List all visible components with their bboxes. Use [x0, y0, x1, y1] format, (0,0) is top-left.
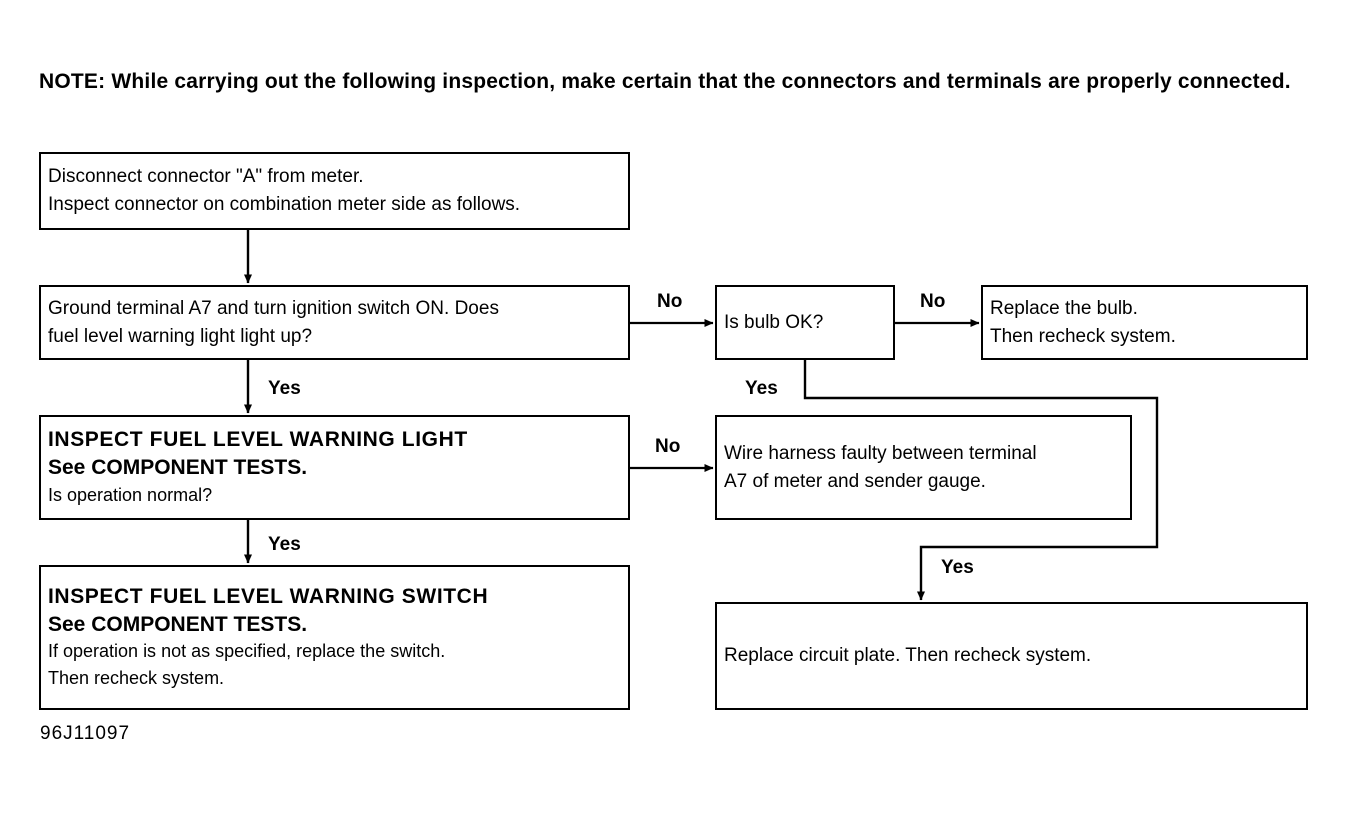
box-harness-line-1: Wire harness faulty between terminal	[724, 442, 1037, 464]
box-circuit-text: Replace circuit plate. Then recheck syst…	[724, 645, 1092, 667]
box-inspect-light-heading: INSPECT FUEL LEVEL WARNING LIGHT	[48, 428, 468, 452]
figure-reference-code: 96J11097	[40, 723, 131, 744]
box-inspect-switch-heading: INSPECT FUEL LEVEL WARNING SWITCH	[48, 584, 489, 608]
box-ground-line-1: Ground terminal A7 and turn ignition swi…	[48, 297, 499, 319]
box-replace-bulb-line-1: Replace the bulb.	[990, 297, 1138, 319]
box-inspect-switch-line-1: If operation is not as specified, replac…	[48, 641, 446, 662]
box-replace-circuit-plate: Replace circuit plate. Then recheck syst…	[715, 602, 1308, 710]
box-ground-line-2: fuel level warning light light up?	[48, 325, 313, 347]
box-replace-bulb-line-2: Then recheck system.	[990, 325, 1176, 347]
box-bulb-text: Is bulb OK?	[724, 311, 824, 333]
edge-label-yes-bulb-down: Yes	[745, 378, 778, 399]
box-inspect-switch-subheading: See COMPONENT TESTS.	[48, 612, 308, 636]
box-inspect-switch-line-2: Then recheck system.	[48, 668, 225, 689]
box-is-bulb-ok: Is bulb OK?	[715, 285, 895, 360]
box-disconnect-connector: Disconnect connector "A" from meter. Ins…	[39, 152, 630, 230]
edge-label-no-bulb-to-replace-bulb: No	[920, 291, 946, 312]
box-replace-the-bulb: Replace the bulb. Then recheck system.	[981, 285, 1308, 360]
edge-label-yes-inspect-light-to-switch: Yes	[268, 534, 301, 555]
box-inspect-light-subheading: See COMPONENT TESTS.	[48, 456, 308, 479]
edge-label-yes-ground-to-inspect-light: Yes	[268, 378, 301, 399]
box-inspect-fuel-level-warning-switch: INSPECT FUEL LEVEL WARNING SWITCH See CO…	[39, 565, 630, 710]
box-wire-harness-faulty: Wire harness faulty between terminal A7 …	[715, 415, 1132, 520]
note-text: NOTE: While carrying out the following i…	[39, 70, 1291, 93]
edge-label-no-ground-to-bulb: No	[657, 291, 683, 312]
box-inspect-light-question: Is operation normal?	[48, 484, 213, 505]
box-harness-line-2: A7 of meter and sender gauge.	[724, 470, 986, 492]
edge-label-no-inspect-light-to-harness: No	[655, 436, 681, 457]
box-ground-terminal-a7: Ground terminal A7 and turn ignition swi…	[39, 285, 630, 360]
box-inspect-fuel-level-warning-light: INSPECT FUEL LEVEL WARNING LIGHT See COM…	[39, 415, 630, 520]
box-disconnect-line-2: Inspect connector on combination meter s…	[48, 194, 521, 215]
edge-label-yes-to-circuit: Yes	[941, 557, 974, 578]
box-disconnect-line-1: Disconnect connector "A" from meter.	[48, 166, 364, 188]
